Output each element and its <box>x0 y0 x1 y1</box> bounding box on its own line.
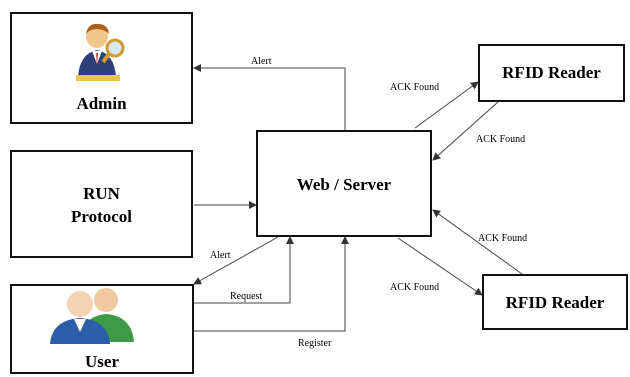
edge-alert-user <box>193 236 279 285</box>
rfid-reader-top-node: RFID Reader <box>478 44 625 102</box>
rfid-reader-bottom-label: RFID Reader <box>505 293 605 312</box>
edge-label-ack-found-2: ACK Found <box>476 134 526 145</box>
admin-node: Admin <box>10 12 193 124</box>
edge-ack-2 <box>432 101 499 161</box>
admin-person-icon <box>76 23 125 81</box>
edge-register <box>194 236 349 332</box>
edge-label-ack-found-3: ACK Found <box>478 233 528 244</box>
edge-label-alert-admin: Alert <box>251 56 272 67</box>
rfid-reader-bottom-node: RFID Reader <box>482 274 628 330</box>
run-protocol-node: RUN Protocol <box>10 150 193 258</box>
edge-label-ack-found-1: ACK Found <box>390 82 440 93</box>
user-label: User <box>85 352 119 371</box>
edge-ack-1 <box>414 81 479 129</box>
edge-label-request: Request <box>230 291 263 302</box>
edge-ack-4 <box>397 237 483 296</box>
run-label: RUN <box>83 184 120 203</box>
users-group-icon <box>50 288 134 344</box>
edge-request <box>194 236 294 304</box>
edge-label-alert-user: Alert <box>210 250 231 261</box>
user-node: User <box>10 284 194 374</box>
web-server-node: Web / Server <box>256 130 432 237</box>
edge-alert-admin <box>193 64 346 130</box>
rfid-reader-top-label: RFID Reader <box>502 63 601 82</box>
web-server-label: Web / Server <box>296 175 392 194</box>
protocol-label: Protocol <box>70 207 133 226</box>
edge-ack-3 <box>432 209 523 275</box>
admin-label: Admin <box>76 94 127 113</box>
edge-label-ack-found-4: ACK Found <box>390 282 440 293</box>
edge-label-register: Register <box>298 338 332 349</box>
